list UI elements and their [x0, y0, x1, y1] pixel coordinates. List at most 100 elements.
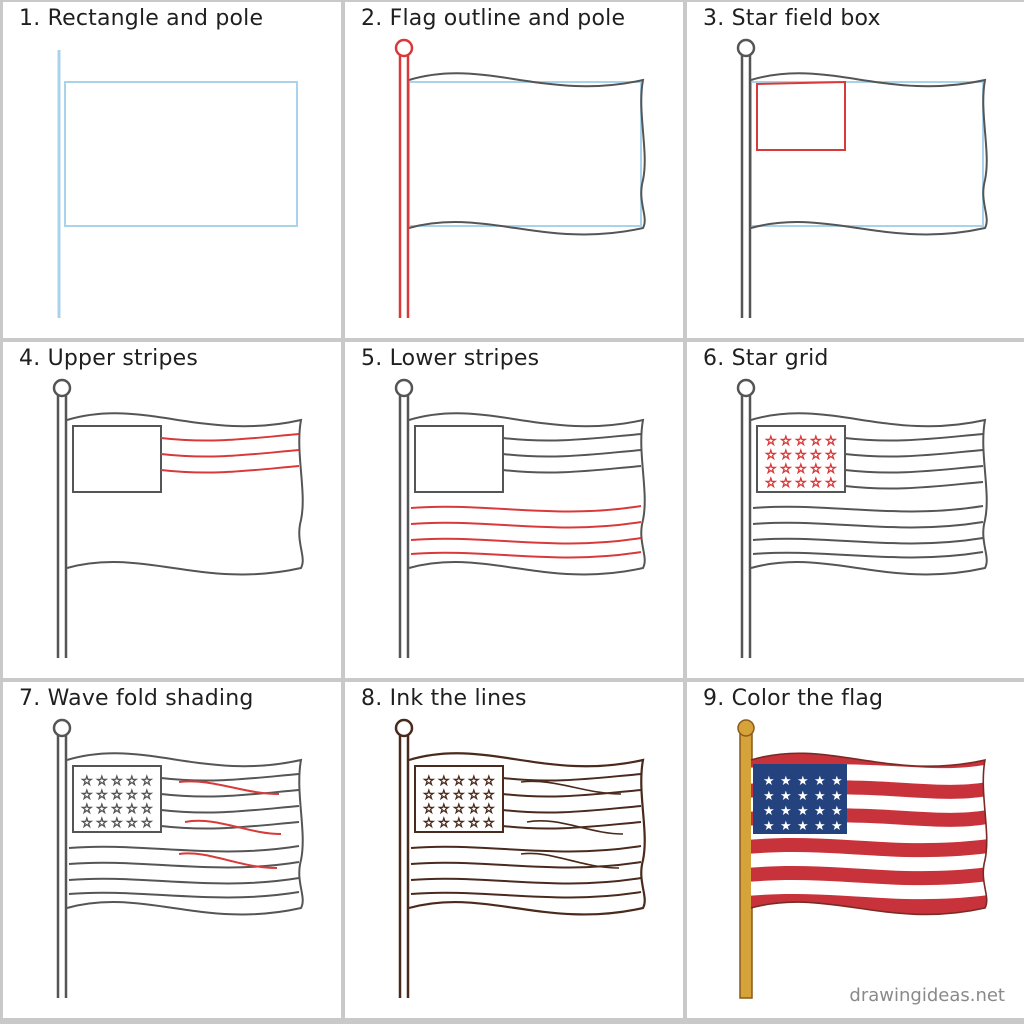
- star-grid: ☆☆☆☆☆ ☆☆☆☆☆ ☆☆☆☆☆ ☆☆☆☆☆: [765, 434, 838, 492]
- pole-colored: [739, 733, 753, 999]
- svg-text:☆: ☆: [453, 788, 465, 803]
- star-field-box: [414, 425, 504, 493]
- upper-stripes: [844, 433, 984, 490]
- step-drawing-6: ☆☆☆☆☆ ☆☆☆☆☆ ☆☆☆☆☆ ☆☆☆☆☆: [736, 378, 988, 658]
- svg-text:★: ★: [763, 819, 775, 834]
- svg-text:☆: ☆: [81, 788, 93, 803]
- watermark: drawingideas.net: [849, 985, 1005, 1006]
- svg-text:☆: ☆: [483, 802, 495, 817]
- svg-text:★: ★: [780, 774, 792, 789]
- fold-shading-1: [520, 780, 622, 795]
- svg-text:☆: ☆: [141, 816, 153, 831]
- flag-outline: [750, 72, 988, 236]
- svg-text:☆: ☆: [111, 774, 123, 789]
- svg-text:☆: ☆: [825, 448, 837, 463]
- svg-text:★: ★: [780, 804, 792, 819]
- star-grid: ☆☆☆☆☆ ☆☆☆☆☆ ☆☆☆☆☆ ☆☆☆☆☆: [81, 774, 154, 832]
- svg-text:☆: ☆: [81, 816, 93, 831]
- step-panel-6: 6. Star grid ☆☆☆☆☆ ☆☆☆☆☆: [687, 342, 1024, 678]
- svg-text:☆: ☆: [810, 462, 822, 477]
- svg-text:★: ★: [797, 789, 809, 804]
- step-panel-3: 3. Star field box: [687, 2, 1024, 338]
- svg-text:☆: ☆: [453, 816, 465, 831]
- svg-text:☆: ☆: [765, 448, 777, 463]
- upper-stripes: [502, 773, 642, 830]
- flag-outline: [750, 412, 988, 576]
- svg-text:☆: ☆: [96, 802, 108, 817]
- flag-outline: [408, 412, 646, 576]
- svg-text:★: ★: [814, 789, 826, 804]
- svg-text:☆: ☆: [423, 816, 435, 831]
- star-field-box: [756, 425, 846, 493]
- svg-text:★: ★: [831, 789, 843, 804]
- svg-text:☆: ☆: [483, 816, 495, 831]
- fold-shading-3: [520, 852, 620, 869]
- fold-shading-3: [178, 852, 278, 869]
- svg-text:☆: ☆: [423, 774, 435, 789]
- upper-stripe-3: [502, 465, 642, 474]
- step-panel-7: 7. Wave fold shading ☆☆☆☆☆ ☆☆☆☆☆: [3, 682, 341, 1018]
- step-title-6: 6. Star grid: [703, 346, 829, 371]
- svg-text:☆: ☆: [795, 462, 807, 477]
- step-drawing-7: ☆☆☆☆☆ ☆☆☆☆☆ ☆☆☆☆☆ ☆☆☆☆☆: [52, 718, 304, 998]
- step-title-3: 3. Star field box: [703, 6, 881, 31]
- svg-text:☆: ☆: [126, 788, 138, 803]
- svg-text:★: ★: [831, 774, 843, 789]
- pole-knob: [736, 38, 756, 58]
- svg-text:★: ★: [797, 804, 809, 819]
- svg-text:★: ★: [763, 774, 775, 789]
- svg-text:☆: ☆: [438, 788, 450, 803]
- svg-text:★: ★: [831, 819, 843, 834]
- svg-text:☆: ☆: [468, 774, 480, 789]
- svg-text:☆: ☆: [438, 802, 450, 817]
- svg-text:☆: ☆: [453, 774, 465, 789]
- flag-rectangle-guide: [408, 81, 642, 227]
- svg-text:☆: ☆: [810, 448, 822, 463]
- star-grid: ☆☆☆☆☆ ☆☆☆☆☆ ☆☆☆☆☆ ☆☆☆☆☆: [423, 774, 496, 832]
- upper-stripe-1: [502, 433, 642, 442]
- step-title-8: 8. Ink the lines: [361, 686, 527, 711]
- flag-outline: [750, 752, 988, 916]
- svg-text:☆: ☆: [96, 816, 108, 831]
- step-drawing-4: [52, 378, 304, 658]
- star-field-box: [756, 80, 846, 151]
- pole-knob: [394, 718, 414, 738]
- flag-outline: [408, 72, 646, 236]
- svg-text:☆: ☆: [765, 434, 777, 449]
- svg-text:★: ★: [763, 789, 775, 804]
- svg-text:☆: ☆: [438, 774, 450, 789]
- svg-text:☆: ☆: [126, 802, 138, 817]
- pole-knob: [52, 718, 72, 738]
- svg-text:☆: ☆: [96, 788, 108, 803]
- svg-text:☆: ☆: [825, 476, 837, 491]
- flag-outline: [66, 412, 304, 576]
- flag-outline: [66, 752, 304, 916]
- svg-text:☆: ☆: [765, 476, 777, 491]
- step-panel-2: 2. Flag outline and pole: [345, 2, 683, 338]
- svg-text:☆: ☆: [141, 788, 153, 803]
- svg-text:☆: ☆: [780, 448, 792, 463]
- upper-stripe-1: [160, 433, 300, 442]
- pole-knob: [736, 378, 756, 398]
- svg-text:★: ★: [831, 804, 843, 819]
- svg-text:☆: ☆: [468, 788, 480, 803]
- svg-text:☆: ☆: [126, 816, 138, 831]
- step-panel-5: 5. Lower stripes: [345, 342, 683, 678]
- svg-text:☆: ☆: [483, 788, 495, 803]
- svg-text:☆: ☆: [795, 476, 807, 491]
- step-drawing-8: ☆☆☆☆☆ ☆☆☆☆☆ ☆☆☆☆☆ ☆☆☆☆☆: [394, 718, 646, 998]
- pole-knob-colored: [737, 719, 755, 737]
- upper-stripe-3: [160, 465, 300, 474]
- star-grid-colored: ★★★★★ ★★★★★ ★★★★★ ★★★★★: [763, 774, 843, 834]
- lower-stripe-2: [410, 521, 642, 529]
- svg-text:★: ★: [814, 774, 826, 789]
- lower-stripes: [68, 845, 300, 899]
- svg-text:☆: ☆: [825, 462, 837, 477]
- svg-text:☆: ☆: [765, 462, 777, 477]
- fold-shading-2: [184, 819, 282, 835]
- svg-text:☆: ☆: [438, 816, 450, 831]
- step-drawing-5: [394, 378, 646, 658]
- svg-text:☆: ☆: [423, 788, 435, 803]
- svg-text:☆: ☆: [111, 788, 123, 803]
- lower-stripes: [410, 845, 642, 899]
